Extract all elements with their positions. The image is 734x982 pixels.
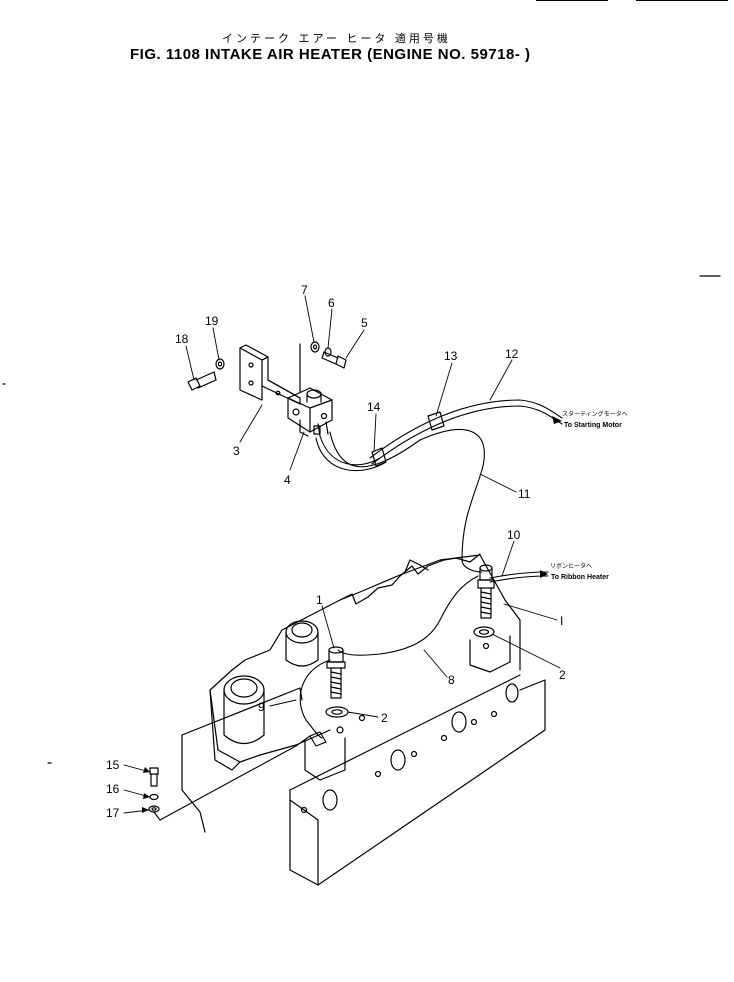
callout-I: I: [560, 614, 563, 628]
gasket-front: [325, 706, 349, 718]
starting-motor-note: To Starting Motor: [564, 422, 622, 429]
ground-bolt: [149, 767, 159, 787]
heater-plug-rear: [477, 564, 495, 619]
ground-washer-17: [148, 805, 160, 813]
bracket-plate: [239, 344, 301, 405]
ground-washer-16: [149, 793, 159, 801]
leader-arrowheads: [142, 416, 562, 813]
callout-10: 10: [507, 528, 521, 542]
harness-clamp-14: [371, 447, 387, 467]
callout-16: 16: [106, 782, 120, 796]
callout-9: 9: [258, 700, 265, 714]
gasket-rear: [473, 626, 495, 638]
intake-heater-relay: [287, 387, 333, 437]
relay-lock-washer: [324, 347, 332, 357]
relay-bolt: [321, 351, 347, 369]
callout-2-front: 2: [381, 711, 388, 725]
header: インテーク エアー ヒータ 適用号機 FIG. 1108 INTAKE AIR …: [0, 0, 734, 80]
callout-11: 11: [518, 487, 531, 501]
bracket-washer: [215, 358, 225, 370]
callout-3: 3: [233, 444, 240, 458]
callout-2-rear: 2: [559, 668, 566, 682]
starting-motor-note-jp: スターティングモータへ: [562, 410, 628, 418]
heater-plug-front: [326, 646, 346, 699]
callout-12: 12: [505, 347, 519, 361]
top-rule-right: [636, 0, 728, 1]
callout-7: 7: [301, 283, 308, 297]
harness-clamp-13: [427, 411, 445, 431]
callout-6: 6: [328, 296, 335, 310]
top-rule-left: [536, 0, 608, 1]
ribbon-heater-note: To Ribbon Heater: [551, 574, 609, 581]
callout-5: 5: [361, 316, 368, 330]
callout-17: 17: [106, 806, 120, 820]
callout-14: 14: [367, 400, 381, 414]
relay-washer: [310, 341, 320, 353]
callout-1: 1: [316, 593, 323, 607]
page-title: FIG. 1108 INTAKE AIR HEATER (ENGINE NO. …: [130, 46, 531, 63]
callout-8: 8: [448, 673, 455, 687]
title-japanese: インテーク エアー ヒータ 適用号機: [222, 32, 451, 45]
leader-lines: [123, 295, 561, 814]
bracket-bolt: [187, 371, 217, 391]
callout-4: 4: [284, 473, 291, 487]
wiring-harness: [153, 399, 563, 821]
callout-15: 15: [106, 758, 120, 772]
callout-19: 19: [205, 314, 219, 328]
callout-13: 13: [444, 349, 458, 363]
ribbon-heater-note-jp: リボンヒータへ: [550, 562, 592, 570]
callout-18: 18: [175, 332, 189, 346]
cylinder-head-drawing: [181, 553, 546, 886]
